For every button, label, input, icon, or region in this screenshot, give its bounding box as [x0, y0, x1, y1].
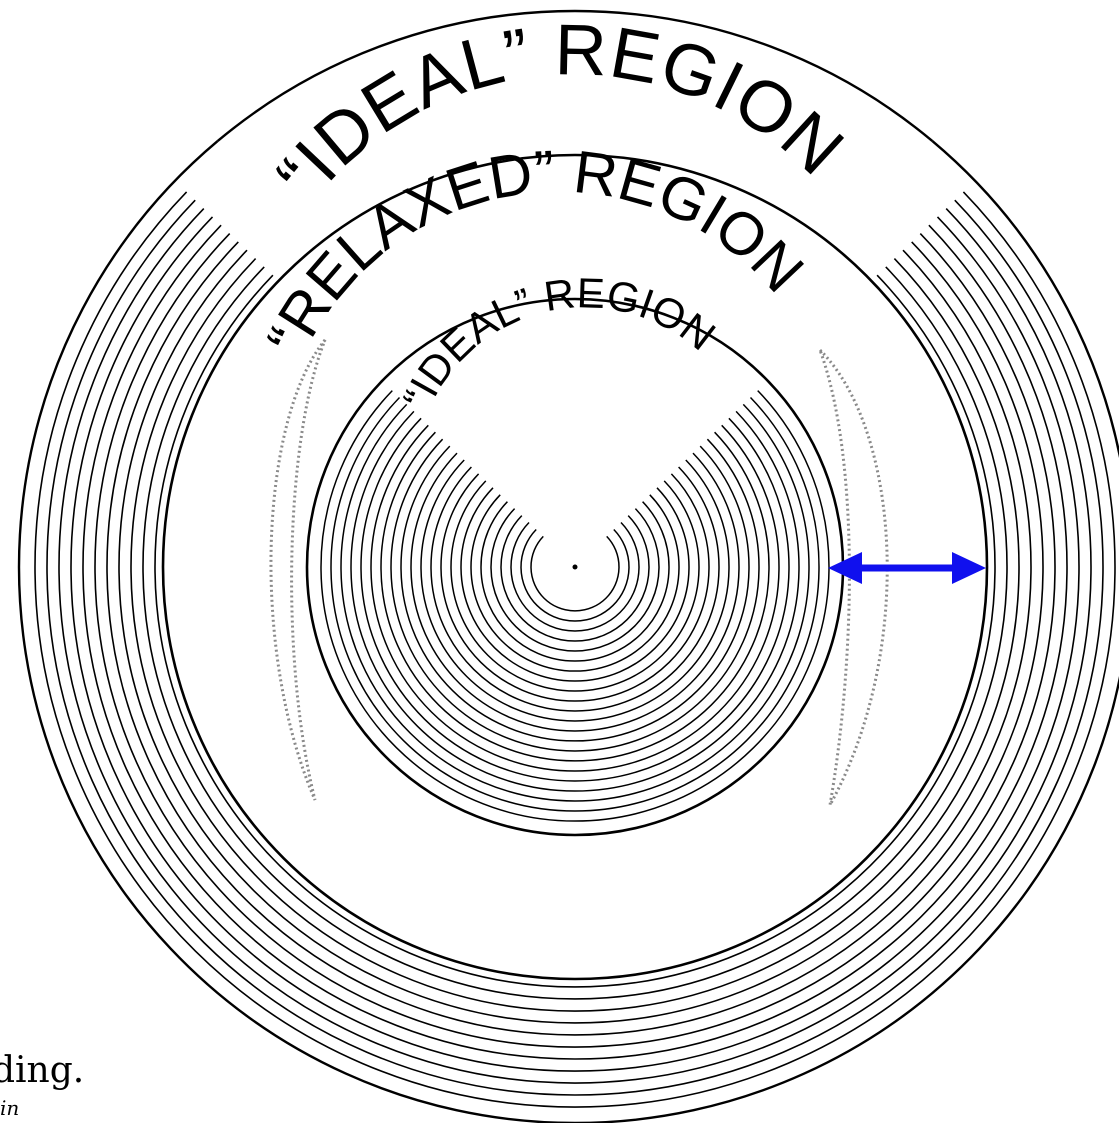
inner-ring-line	[411, 453, 739, 731]
outer-ring-line	[83, 225, 1067, 1059]
inner-ideal-label: “IDEAL” REGION	[393, 269, 724, 416]
inner-ring-line	[331, 398, 819, 812]
left-dotted-contour	[271, 340, 325, 800]
outer-ring-line	[119, 250, 1031, 1023]
inner-ring-line	[441, 474, 709, 701]
inner-ring-line	[421, 460, 729, 721]
subscript-fragment: in	[0, 1096, 19, 1120]
dotted-contours	[271, 340, 887, 805]
inner-ring-line	[491, 509, 659, 651]
inner-ring-line	[391, 439, 759, 751]
inner-ring-line	[451, 481, 699, 691]
inner-ring-line	[371, 425, 779, 771]
outer-ring-line	[35, 192, 1115, 1107]
inner-ring-line	[431, 467, 719, 711]
inner-ring-line	[481, 502, 669, 661]
arrow-head-left	[828, 552, 862, 584]
inner-ring-line	[511, 523, 639, 631]
width-arrow	[828, 552, 986, 584]
outer-ring-line	[131, 259, 1019, 1011]
arrow-head-right	[952, 552, 986, 584]
inner-ideal-label-text: “IDEAL” REGION	[393, 269, 724, 416]
inner-ring-line	[501, 516, 649, 641]
inner-ring-line	[351, 411, 799, 791]
center-dot	[573, 565, 578, 570]
outer-ring-line	[143, 267, 1007, 999]
inner-ring-line	[531, 536, 619, 611]
outer-ring-line	[107, 242, 1043, 1035]
caption-fragment: ding.	[0, 1050, 84, 1091]
inner-ring-line	[321, 391, 829, 821]
